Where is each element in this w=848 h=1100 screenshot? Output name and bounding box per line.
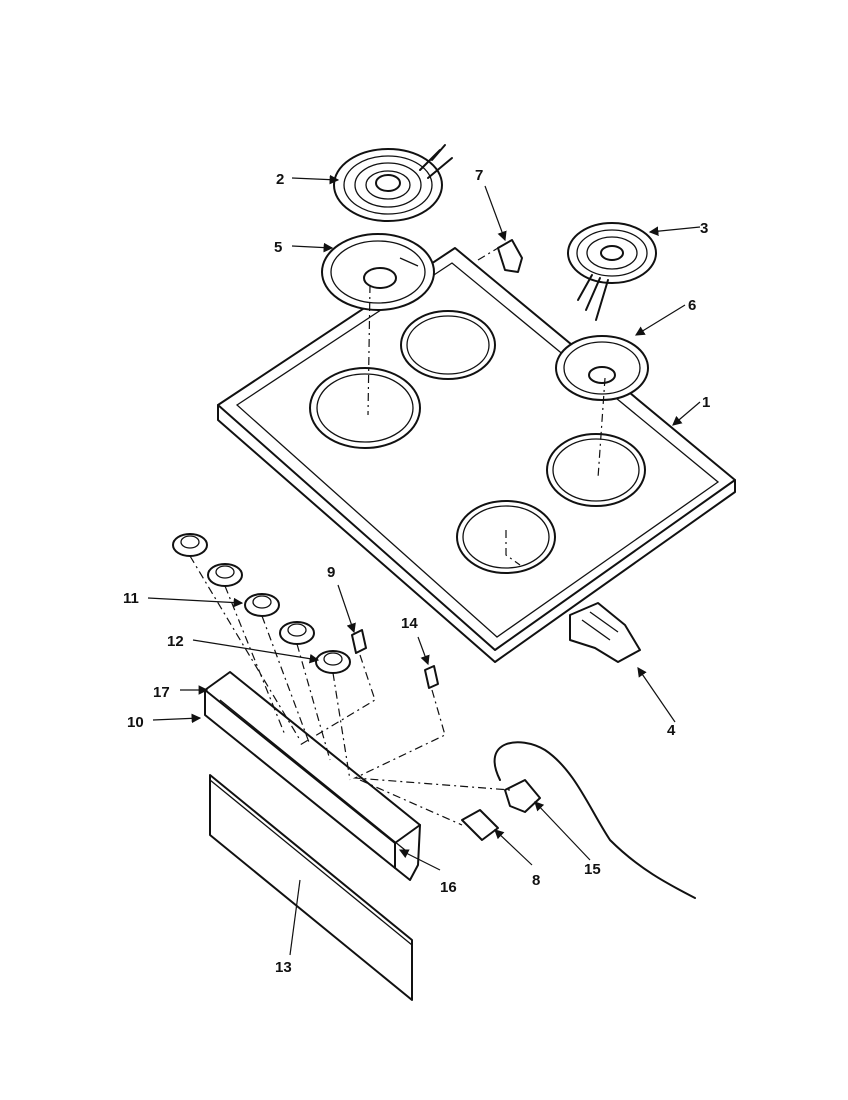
callout-1: 1 (702, 394, 710, 411)
control-knobs (172, 533, 351, 674)
callout-8: 8 (532, 872, 540, 889)
callout-15: 15 (584, 861, 601, 878)
drip-pan-large (321, 233, 435, 311)
callout-17: 17 (153, 684, 170, 701)
knob-3 (244, 593, 280, 617)
callout-6: 6 (688, 297, 696, 314)
knob-4 (279, 621, 315, 645)
power-switch (504, 779, 541, 813)
callout-14: 14 (401, 615, 418, 632)
callout-4: 4 (667, 722, 676, 739)
callout-2: 2 (276, 171, 284, 188)
terminal-block (569, 602, 641, 663)
knob-2 (207, 563, 243, 587)
callout-3: 3 (700, 220, 708, 237)
signal-light (424, 665, 439, 689)
callout-7: 7 (475, 167, 483, 184)
callout-5: 5 (274, 239, 282, 256)
callout-9: 9 (327, 564, 335, 581)
callout-13: 13 (275, 959, 292, 976)
element-bracket (497, 239, 523, 273)
callout-11: 11 (123, 590, 139, 607)
control-panel (204, 671, 421, 881)
knob-1 (172, 533, 208, 557)
callout-16: 16 (440, 879, 457, 896)
cooktop-main-top (217, 247, 736, 663)
assembly-guide-lines (189, 247, 606, 826)
knob-5 (315, 650, 351, 674)
leader-lines (147, 174, 701, 956)
indicator-light (351, 629, 367, 654)
callout-12: 12 (167, 633, 184, 650)
callout-labels: 1 2 3 4 5 6 7 8 9 10 11 12 13 14 15 16 1… (123, 167, 710, 976)
surface-element-small (567, 222, 657, 321)
trim-panel (209, 774, 413, 1001)
callout-10: 10 (127, 714, 144, 731)
surface-element-large (333, 144, 453, 222)
power-cord (493, 741, 696, 899)
drip-pan-small (555, 335, 649, 401)
infinite-switch (461, 809, 499, 841)
